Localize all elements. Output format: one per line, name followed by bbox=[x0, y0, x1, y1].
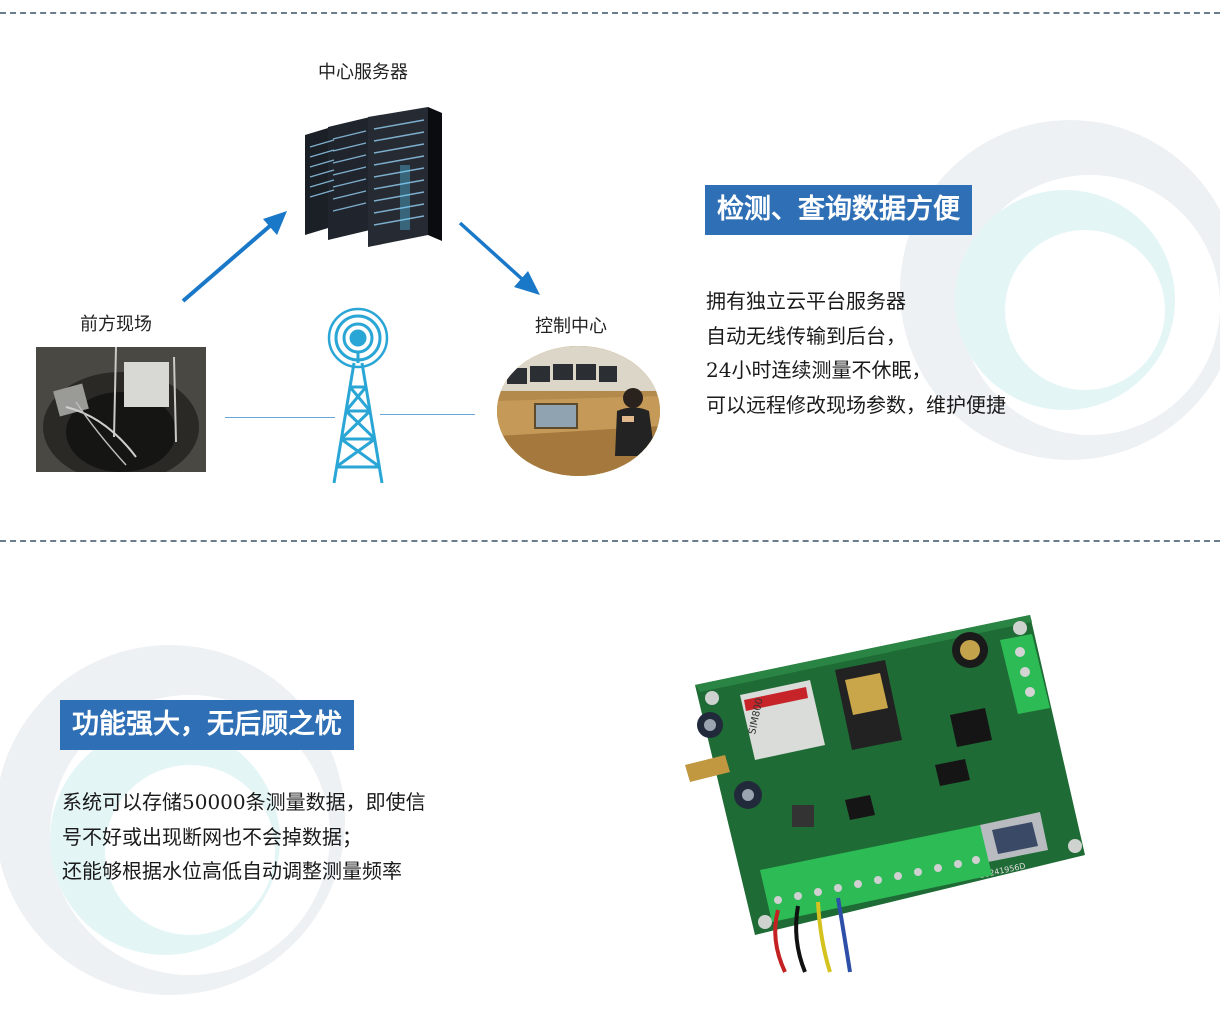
section2-description: 系统可以存储50000条测量数据，即使信 号不好或出现断网也不会掉数据； 还能够… bbox=[62, 785, 426, 889]
arrow-site-to-server bbox=[181, 211, 287, 303]
decorative-swirl-left bbox=[0, 645, 345, 995]
section1-line-3: 24小时连续测量不休眠， bbox=[706, 358, 932, 382]
decorative-swirl-right bbox=[900, 120, 1220, 460]
site-label: 前方现场 bbox=[80, 314, 152, 335]
middle-divider bbox=[0, 540, 1220, 542]
control-center-photo bbox=[497, 346, 660, 476]
top-divider bbox=[0, 12, 1220, 14]
arrow-server-to-control bbox=[458, 221, 540, 295]
section2-line-3: 还能够根据水位高低自动调整测量频率 bbox=[62, 859, 402, 883]
section1-description: 拥有独立云平台服务器 自动无线传输到后台， 24小时连续测量不休眠， 可以远程修… bbox=[706, 284, 1006, 422]
signal-tower-icon bbox=[327, 307, 389, 484]
server-label: 中心服务器 bbox=[318, 62, 408, 83]
section1-line-4: 可以远程修改现场参数，维护便捷 bbox=[706, 392, 1006, 417]
section2-line-1: 系统可以存储50000条测量数据，即使信 bbox=[62, 790, 426, 814]
section1-headline: 检测、查询数据方便 bbox=[705, 185, 972, 235]
section2-line-2: 号不好或出现断网也不会掉数据； bbox=[62, 824, 362, 849]
link-line-left bbox=[225, 417, 335, 418]
section2-headline: 功能强大，无后顾之忧 bbox=[60, 700, 354, 750]
circuit-board-photo: SIM800 20241956D bbox=[685, 615, 1085, 973]
section1-line-2: 自动无线传输到后台， bbox=[706, 323, 906, 348]
link-line-right bbox=[380, 414, 475, 415]
section1-line-1: 拥有独立云平台服务器 bbox=[706, 289, 906, 313]
control-center-label: 控制中心 bbox=[535, 316, 607, 337]
server-rack-icon bbox=[305, 107, 442, 247]
field-site-photo bbox=[36, 347, 206, 472]
